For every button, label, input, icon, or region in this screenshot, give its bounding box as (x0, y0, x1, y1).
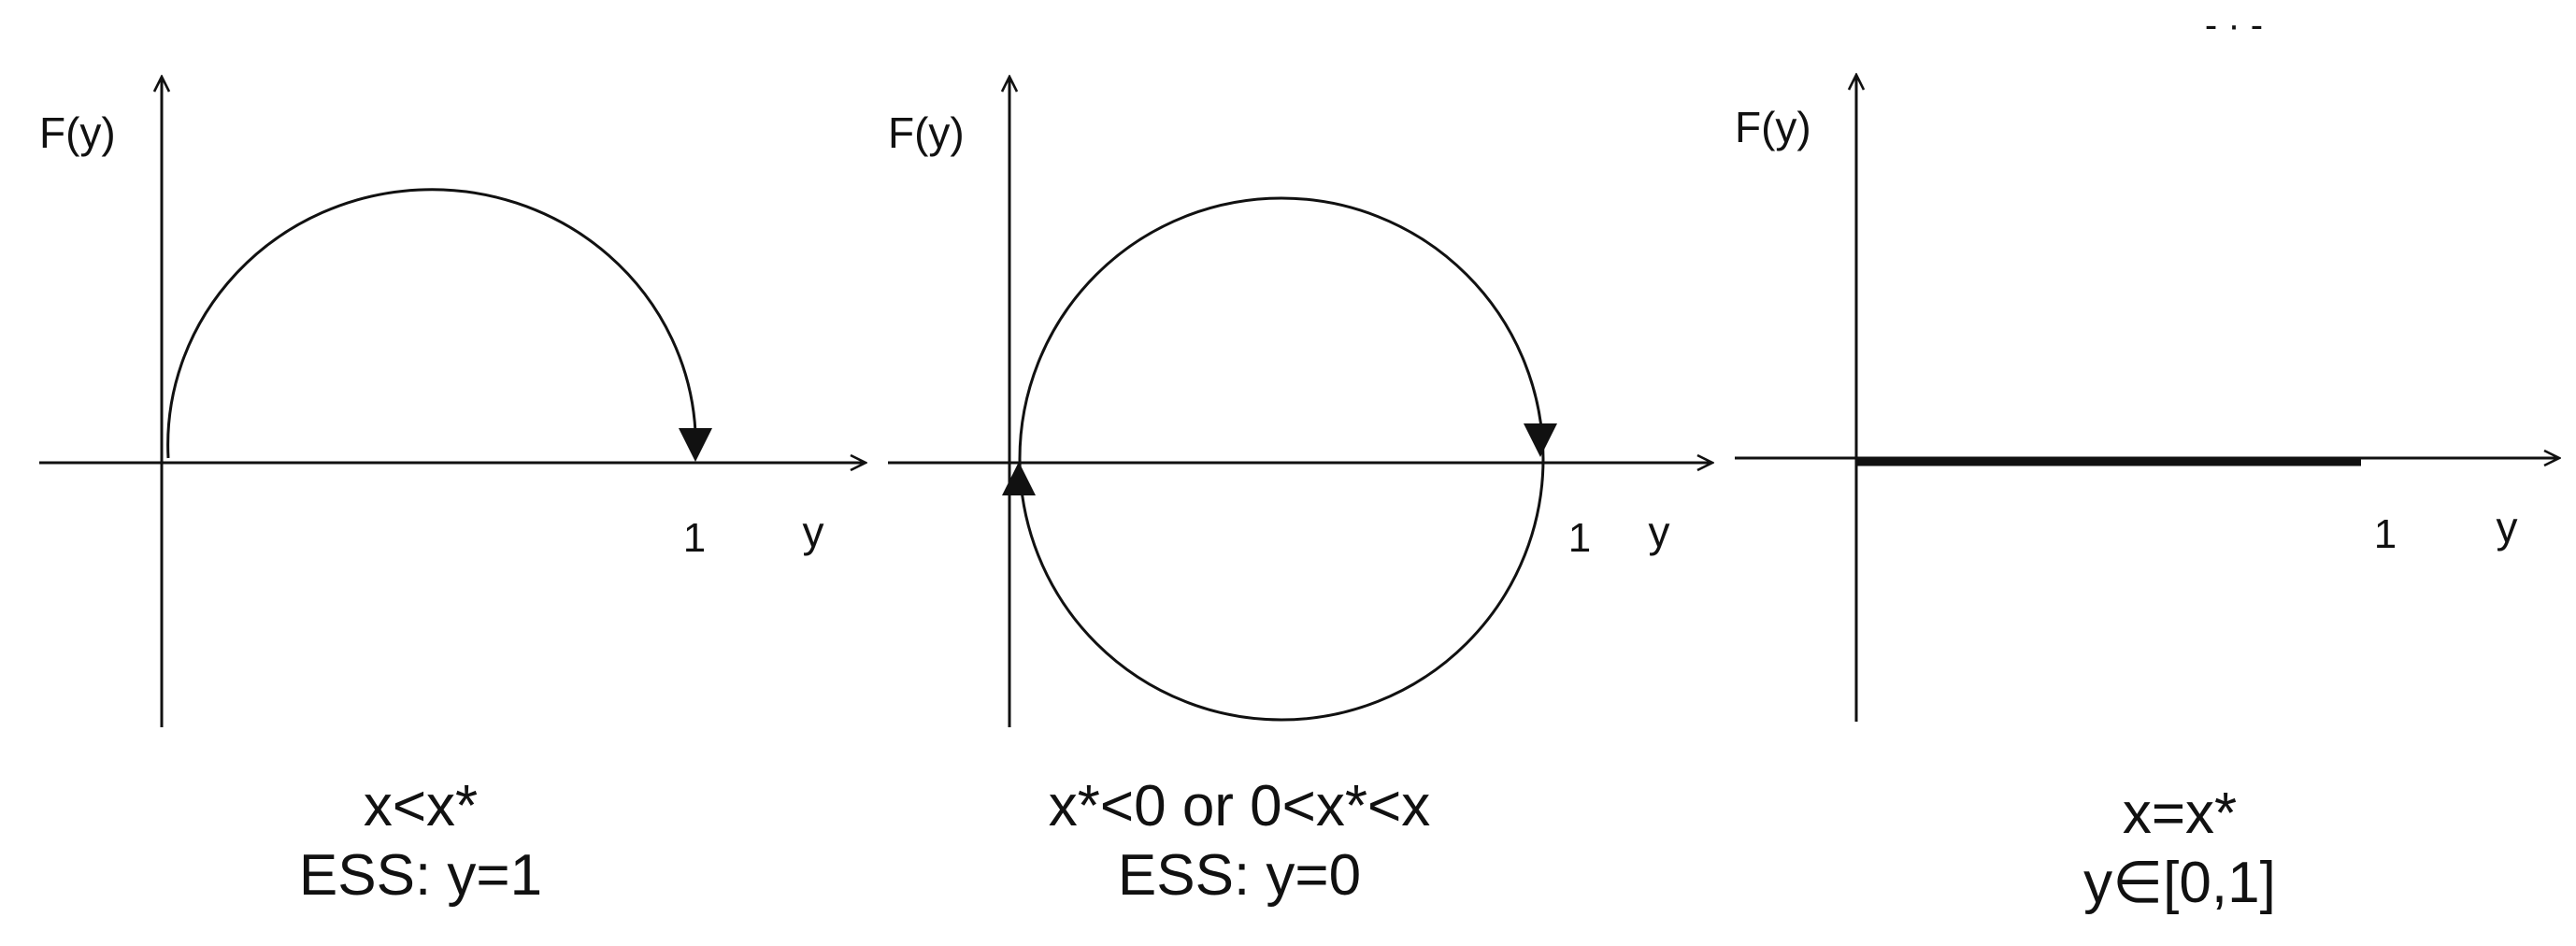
panel-1-xlabel: y (803, 508, 824, 556)
panel-2-xlabel: y (1649, 508, 1670, 556)
panel-3: F(y) 1 y (1735, 75, 2559, 722)
panel-2-caption-ess: ESS: y=0 (1117, 843, 1362, 908)
panel-2-arrowhead-up (1002, 462, 1036, 495)
panel-1-caption: x<x* ESS: y=1 (0, 772, 841, 910)
panel-3-caption: x=x* y∈[0,1] (1759, 780, 2576, 918)
panel-2-ylabel: F(y) (888, 108, 965, 157)
panel-2-caption: x*<0 or 0<x*<x ESS: y=0 (819, 772, 1660, 910)
panel-3-ylabel: F(y) (1735, 103, 1811, 151)
panel-1-flow-arc (166, 188, 697, 459)
panel-3-caption-range: y∈[0,1] (2083, 851, 2276, 915)
panel-1-arrowhead-down (679, 428, 712, 462)
panel-2: F(y) 1 y (888, 77, 1712, 727)
panel-2-flow-circle (1018, 196, 1545, 722)
panel-1-caption-condition: x<x* (363, 774, 479, 838)
panel-2-arrowhead-down (1524, 423, 1557, 457)
panel-2-caption-condition: x*<0 or 0<x*<x (1048, 774, 1431, 838)
panel-3-xlabel: y (2497, 503, 2518, 552)
panel-1-caption-ess: ESS: y=1 (298, 843, 543, 908)
panel-1: F(y) 1 y (39, 77, 866, 727)
panel-1-tick-1: 1 (683, 515, 706, 561)
panel-3-tick-1: 1 (2374, 511, 2397, 557)
header-marks: - · - (2205, 5, 2263, 46)
panel-1-ylabel: F(y) (39, 108, 116, 157)
panel-2-tick-1: 1 (1568, 515, 1591, 561)
panel-3-caption-condition: x=x* (2122, 781, 2238, 846)
